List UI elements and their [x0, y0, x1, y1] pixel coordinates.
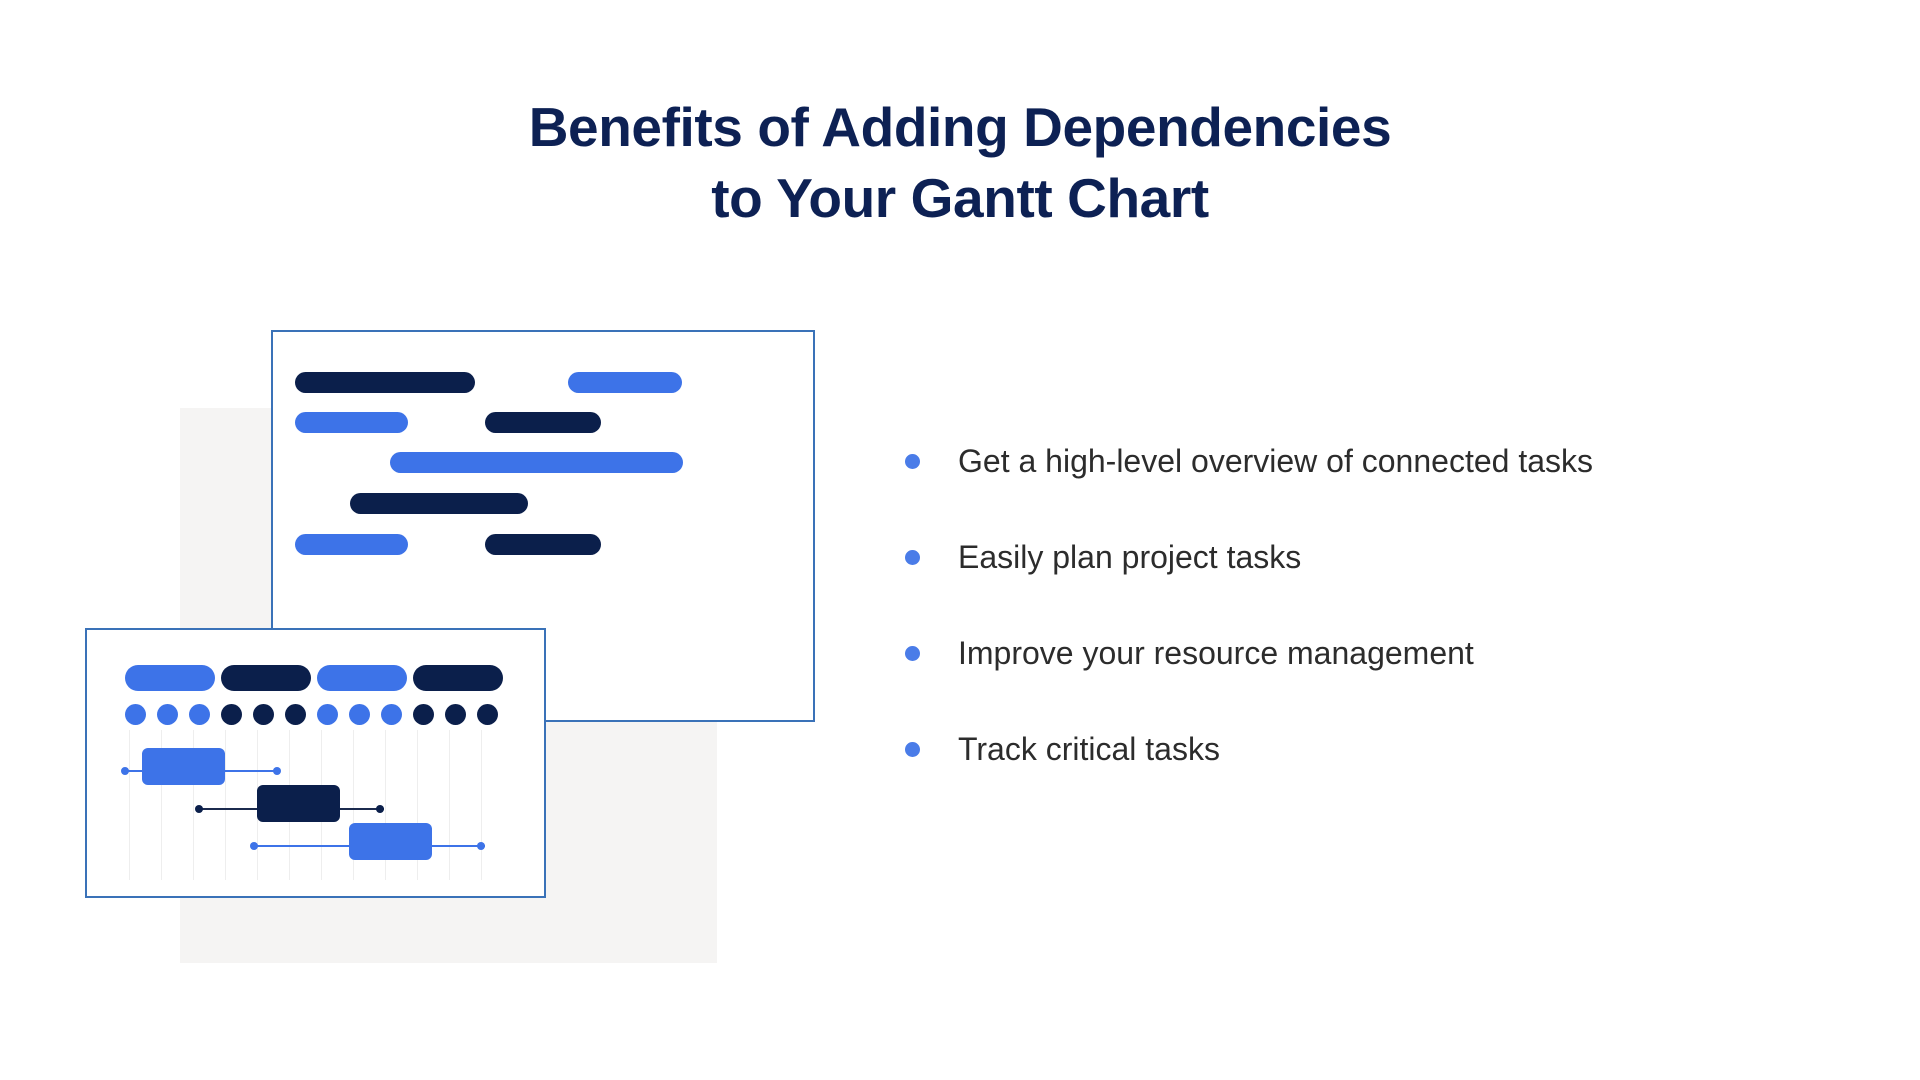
dependency-start-dot-icon [250, 842, 258, 850]
dependency-start-dot-icon [195, 805, 203, 813]
task-bar [257, 785, 340, 822]
status-circle [445, 704, 466, 725]
benefit-item-label: Track critical tasks [958, 731, 1220, 767]
task-bar [349, 823, 432, 860]
gridline [225, 730, 226, 880]
gantt-bar [295, 372, 475, 393]
gridline [481, 730, 482, 880]
benefit-item: Get a high-level overview of connected t… [905, 440, 1865, 536]
dependency-end-dot-icon [376, 805, 384, 813]
gantt-bar [295, 534, 408, 555]
status-circle [157, 704, 178, 725]
gantt-bar [568, 372, 682, 393]
dependency-start-dot-icon [121, 767, 129, 775]
gantt-bar [350, 493, 528, 514]
gridline [129, 730, 130, 880]
task-bar [142, 748, 225, 785]
gridline [353, 730, 354, 880]
status-circle [125, 704, 146, 725]
gridline [417, 730, 418, 880]
status-circle [413, 704, 434, 725]
gantt-bar [485, 534, 601, 555]
header-pill [221, 665, 311, 691]
gridline [385, 730, 386, 880]
gridline [161, 730, 162, 880]
status-circle [317, 704, 338, 725]
bullet-dot-icon [905, 646, 920, 661]
dependency-end-dot-icon [477, 842, 485, 850]
status-circle [477, 704, 498, 725]
header-pill [317, 665, 407, 691]
bullet-dot-icon [905, 742, 920, 757]
gantt-card-front [85, 628, 546, 898]
gantt-illustration [0, 0, 900, 1080]
gridline [193, 730, 194, 880]
status-circle [285, 704, 306, 725]
status-circle [349, 704, 370, 725]
header-pill [413, 665, 503, 691]
gantt-bar [485, 412, 601, 433]
gantt-card-back-body [273, 332, 813, 720]
status-circle [189, 704, 210, 725]
bullet-dot-icon [905, 454, 920, 469]
header-pill [125, 665, 215, 691]
status-circle [253, 704, 274, 725]
benefit-item: Easily plan project tasks [905, 536, 1865, 632]
status-circle [381, 704, 402, 725]
benefit-item-label: Easily plan project tasks [958, 539, 1302, 575]
benefit-item: Improve your resource management [905, 632, 1865, 728]
benefit-item: Track critical tasks [905, 728, 1865, 824]
benefits-list: Get a high-level overview of connected t… [905, 440, 1865, 824]
gantt-bar [295, 412, 408, 433]
gantt-bar [390, 452, 683, 473]
benefit-item-label: Get a high-level overview of connected t… [958, 443, 1593, 479]
status-circle [221, 704, 242, 725]
bullet-dot-icon [905, 550, 920, 565]
gridline [449, 730, 450, 880]
benefit-item-label: Improve your resource management [958, 635, 1474, 671]
dependency-end-dot-icon [273, 767, 281, 775]
